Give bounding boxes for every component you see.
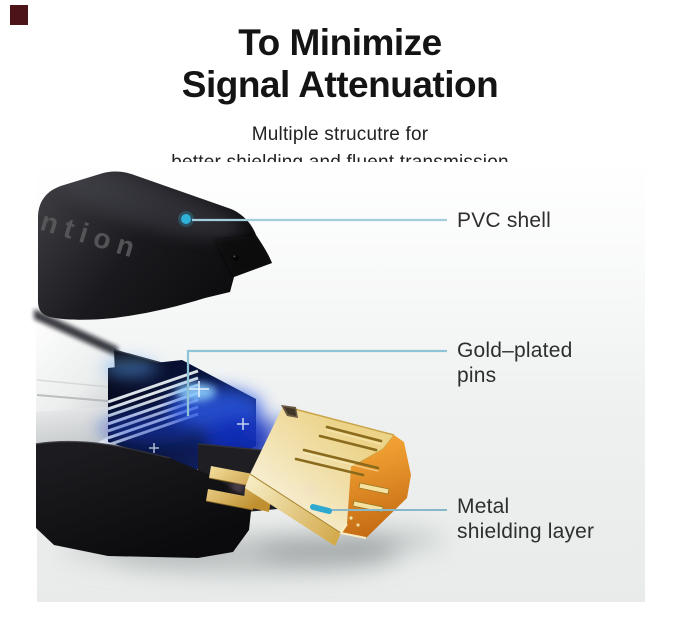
callout-label-gold-plated-pins: Gold–plated pins [457,338,572,388]
shield-label-line2: shielding layer [457,520,595,543]
pins-label-line2: pins [457,364,497,387]
callout-line-pins [186,349,447,416]
callout-metal-shield [310,504,447,514]
subtitle-line1: Multiple strucutre for [251,124,429,145]
corner-mark [10,5,28,25]
callout-label-metal-shielding-layer: Metal shielding layer [457,494,594,544]
shield-label-line1: Metal [457,495,510,518]
shell-cast-shadow [34,309,118,357]
pins-label-line1: Gold–plated [457,339,573,362]
title-line2: Signal Attenuation [181,64,499,105]
title-line1: To Minimize [238,22,442,63]
pvc-shell-label: PVC shell [457,209,552,232]
page-title: To Minimize Signal Attenuation [0,22,680,106]
gold-shield-shape [231,405,411,546]
glow-sparkles [149,367,249,453]
callout-pvc-shell [178,211,447,227]
callout-label-pvc-shell: PVC shell [457,208,551,233]
callout-dash-shield [310,504,332,514]
pvc-shell-shape: ention [38,171,272,320]
shield-vent-slots [294,425,383,477]
